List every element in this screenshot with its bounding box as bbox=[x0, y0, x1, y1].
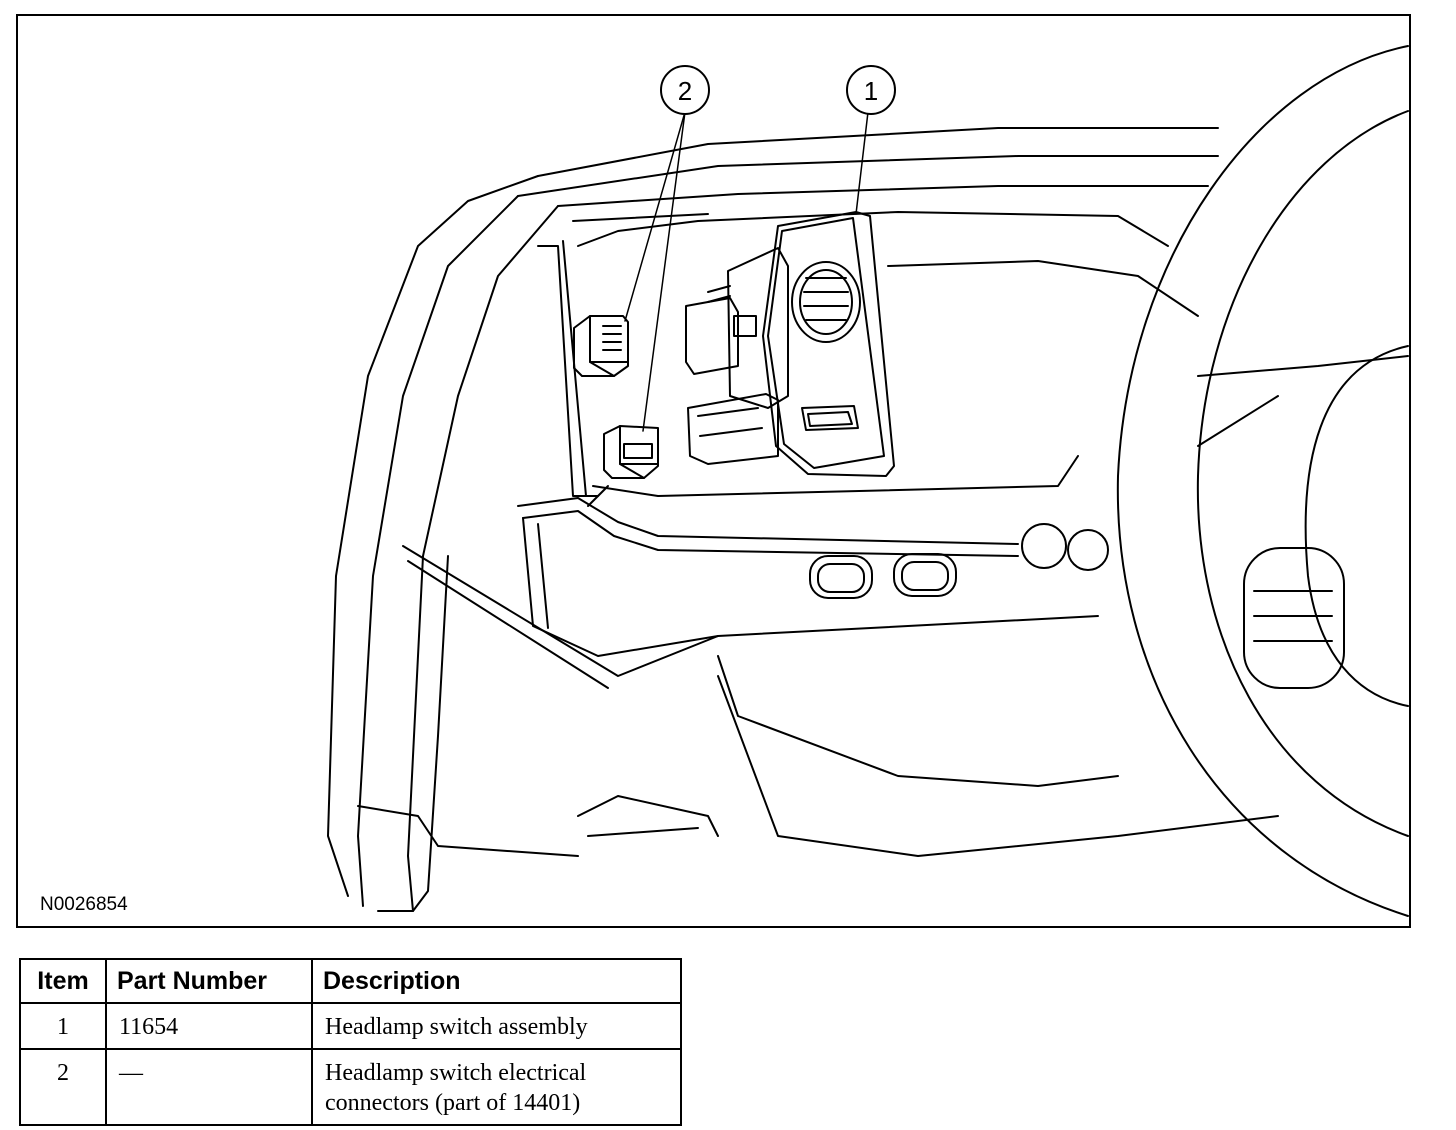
illustration-frame: 2 1 N0026854 bbox=[16, 14, 1411, 928]
cell-description: Headlamp switch assembly bbox=[311, 1002, 682, 1050]
dashboard-line-drawing: 2 1 bbox=[327, 45, 1409, 917]
callout-1: 1 bbox=[846, 65, 896, 115]
cell-item: 2 bbox=[19, 1048, 107, 1126]
connector-lower bbox=[587, 425, 659, 507]
lower-trim bbox=[517, 497, 1279, 857]
switch-cavity bbox=[577, 211, 1199, 497]
cell-part-number: — bbox=[105, 1048, 313, 1126]
headlamp-switch-assembly bbox=[685, 211, 895, 477]
callout-1-label: 1 bbox=[864, 76, 878, 106]
description-line: Headlamp switch electrical bbox=[325, 1060, 587, 1086]
cell-part-number: 11654 bbox=[105, 1002, 313, 1050]
table-row: 1 11654 Headlamp switch assembly bbox=[19, 1002, 682, 1050]
header-item: Item bbox=[19, 958, 107, 1004]
connector-upper bbox=[573, 315, 629, 377]
parts-table: Item Part Number Description 1 11654 Hea… bbox=[19, 958, 682, 1126]
leader-lines bbox=[624, 111, 869, 432]
steering-wheel bbox=[1116, 45, 1409, 917]
description-line: Headlamp switch assembly bbox=[325, 1014, 588, 1040]
table-row: 2 — Headlamp switch electrical connector… bbox=[19, 1048, 682, 1126]
header-description: Description bbox=[311, 958, 682, 1004]
callout-2-label: 2 bbox=[678, 76, 692, 106]
header-part-number: Part Number bbox=[105, 958, 313, 1004]
cell-item: 1 bbox=[19, 1002, 107, 1050]
description-line: connectors (part of 14401) bbox=[325, 1090, 581, 1116]
dash-end-panel bbox=[327, 127, 1219, 912]
callout-2: 2 bbox=[660, 65, 710, 115]
figure-id-label: N0026854 bbox=[40, 894, 128, 915]
table-header-row: Item Part Number Description bbox=[19, 958, 682, 1004]
cell-description: Headlamp switch electrical connectors (p… bbox=[311, 1048, 682, 1126]
